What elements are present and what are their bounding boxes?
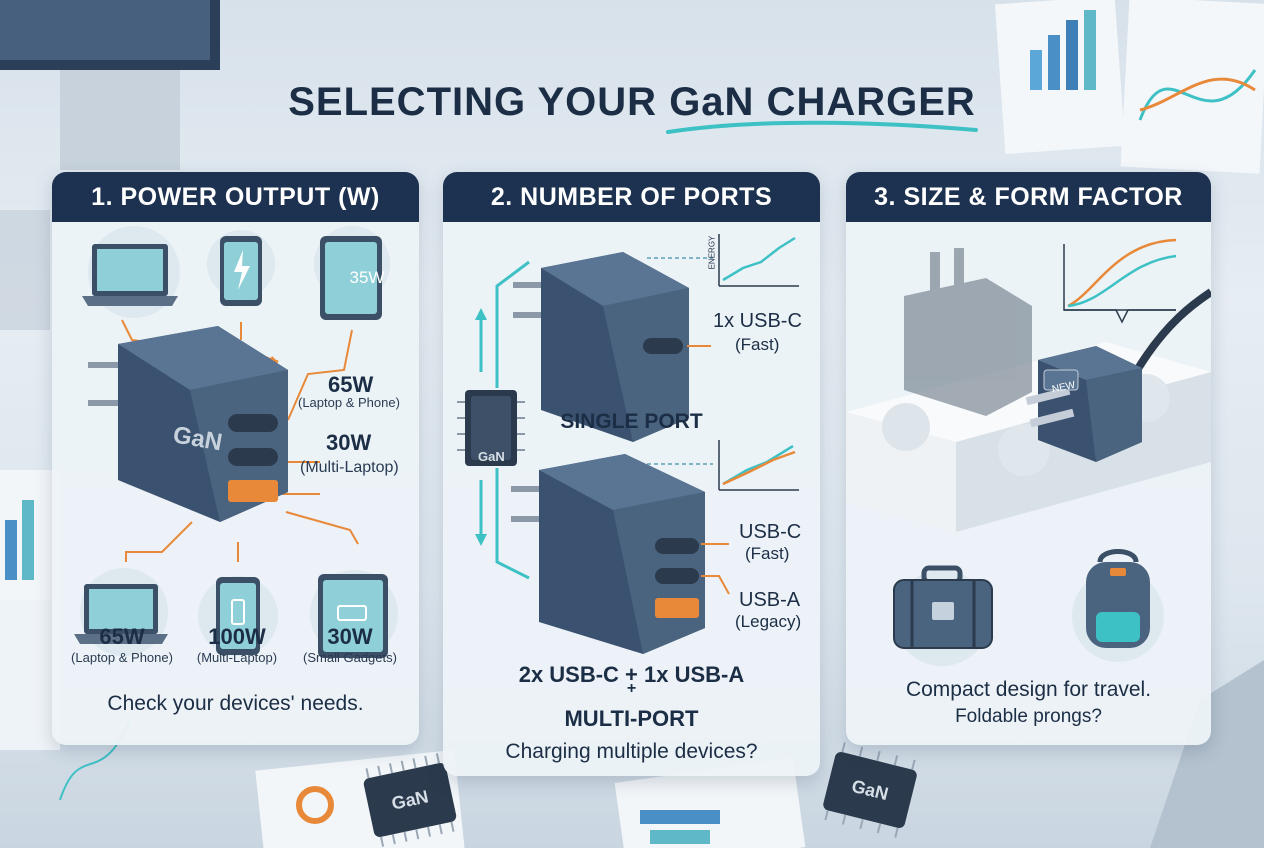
single-port-title: SINGLE PORT — [560, 410, 703, 433]
power-output-illustration: GaN — [74, 226, 398, 658]
tablet-icon — [314, 226, 390, 320]
multi-port-charger — [511, 454, 705, 654]
multi-port-line1: 2x USB-C + 1x USB-A — [518, 662, 745, 687]
laptop-icon — [82, 226, 180, 318]
panel-heading: 3. SIZE & FORM FACTOR — [846, 172, 1211, 222]
large-charger-ghost — [904, 248, 1032, 416]
device3-watt: 30W — [327, 624, 373, 649]
page-title: SELECTING YOUR GaN CHARGER — [288, 80, 976, 125]
title-highlight: GaN — [669, 80, 755, 124]
compact-charger — [1025, 346, 1142, 462]
multi-usbc-sub: (Fast) — [745, 544, 790, 563]
tablet-battery-icon — [310, 570, 398, 658]
port1-watt: 65W — [328, 372, 374, 397]
single-port-charger — [513, 252, 689, 442]
port1-desc: (Laptop & Phone) — [298, 395, 400, 410]
tablet-watt-label: 35W — [349, 268, 385, 287]
panel3-footer-line2: Foldable prongs? — [955, 706, 1102, 727]
port2-desc: (Multi-Laptop) — [300, 459, 399, 476]
multi-port-plus: + — [626, 680, 637, 697]
ports-illustration — [457, 234, 799, 654]
panel3-footer-line1: Compact design for travel. — [905, 678, 1152, 701]
device3-desc: (Small Gadgets) — [303, 650, 397, 665]
title-suffix: CHARGER — [754, 80, 976, 124]
panel-size-form-factor: 3. SIZE & FORM FACTOR — [846, 172, 1211, 745]
size-chart-bubble — [1063, 238, 1177, 324]
device1-desc: (Laptop & Phone) — [71, 650, 173, 665]
multi-usbc-label: USB-C — [739, 521, 802, 543]
chip-label: GaN — [478, 449, 505, 464]
chart-label: ENERGY — [707, 235, 717, 270]
panel-heading: 1. POWER OUTPUT (W) — [52, 172, 419, 222]
title-block: SELECTING YOUR GaN CHARGER — [0, 80, 1264, 125]
multi-port-title: MULTI-PORT — [564, 706, 699, 731]
laptop-bottom-icon — [74, 568, 168, 656]
panel-heading: 2. NUMBER OF PORTS — [443, 172, 820, 222]
gan-chip-icon — [457, 390, 525, 466]
port2-watt: 30W — [326, 430, 372, 455]
multi-usba-label: USB-A — [739, 589, 801, 611]
form-factor-illustration — [846, 238, 1211, 666]
device2-watt: 100W — [208, 624, 266, 649]
backpack-icon — [1072, 549, 1164, 662]
energy-chart-top — [647, 234, 799, 287]
phone-battery-icon — [198, 576, 278, 656]
charger-icon — [88, 326, 288, 522]
single-port-desc: 1x USB-C — [713, 310, 802, 332]
suitcase-icon — [893, 565, 993, 666]
multi-usba-sub: (Legacy) — [735, 612, 802, 631]
phone-icon — [207, 230, 275, 306]
panel-number-of-ports: 2. NUMBER OF PORTS — [443, 172, 820, 776]
panel2-footer: Charging multiple devices? — [505, 740, 758, 763]
panel1-footer: Check your devices' needs. — [107, 692, 364, 715]
device1-watt: 65W — [99, 624, 145, 649]
single-port-sub: (Fast) — [735, 335, 780, 354]
energy-chart-bottom — [647, 440, 799, 491]
title-prefix: SELECTING YOUR — [288, 80, 670, 124]
device2-desc: (Multi-Laptop) — [196, 650, 278, 665]
panel-power-output: 1. POWER OUTPUT (W) — [52, 172, 419, 745]
